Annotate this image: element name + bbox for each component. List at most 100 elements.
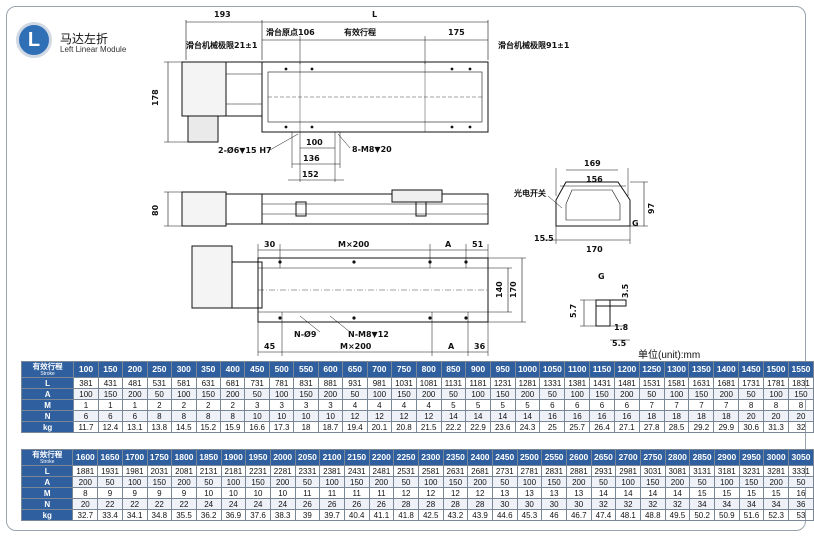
table-cell: 200 (613, 388, 640, 400)
table-cell: 42.5 (417, 509, 444, 521)
stroke-value: 2500 (516, 449, 543, 466)
table-cell: 1081 (415, 377, 442, 389)
stroke-value: 2000 (269, 449, 296, 466)
table-cell: 7 (688, 399, 715, 411)
table-cell: 50 (440, 388, 467, 400)
table-cell: 18 (638, 410, 665, 422)
stroke-value: 2800 (664, 449, 691, 466)
table-cell: 15 (738, 487, 765, 499)
table-cell: 28 (417, 498, 444, 510)
stroke-header-cn: 有效行程 (32, 361, 63, 371)
row-label: M (20, 399, 75, 411)
table-cell: 2981 (615, 465, 641, 477)
table-cell: 23.6 (489, 421, 516, 433)
table-cell: 26 (294, 498, 321, 510)
table-cell: 100 (121, 476, 148, 488)
table-cell: 33.4 (97, 509, 123, 521)
table-cell: 44.6 (491, 509, 518, 521)
table-cell: 881 (317, 377, 344, 389)
table-cell: 14.5 (171, 421, 197, 433)
table-cell: 15.9 (219, 421, 246, 433)
table-cell: 14 (489, 410, 516, 422)
stroke-value: 2900 (713, 449, 740, 466)
table-cell: 20 (787, 410, 814, 422)
table-cell: 50 (195, 476, 222, 488)
stroke-value: 1650 (97, 449, 123, 466)
table-cell: 12 (391, 410, 417, 422)
table-cell: 50 (738, 388, 765, 400)
table-cell: 8 (195, 410, 222, 422)
stroke-value: 550 (293, 361, 319, 378)
table-cell: 5 (514, 399, 541, 411)
table-cell: 53 (787, 509, 814, 521)
table-cell: 22.2 (440, 421, 467, 433)
table-cell: 15 (763, 487, 789, 499)
table-cell: 28 (467, 498, 493, 510)
label-hole-spec-4: N-M8▼12 (348, 330, 389, 339)
table-cell: 100 (171, 388, 197, 400)
table-cell: 3281 (763, 465, 789, 477)
table-cell: 1631 (688, 377, 715, 389)
dim-L: L (372, 10, 377, 19)
title-english: Left Linear Module (60, 45, 127, 54)
stroke-value: 650 (342, 361, 368, 378)
table-cell: 100 (465, 388, 491, 400)
table-cell: 49.5 (664, 509, 691, 521)
table-cell: 6 (539, 399, 566, 411)
stroke-value: 600 (317, 361, 344, 378)
table-cell: 100 (713, 476, 740, 488)
table-cell: 39.7 (319, 509, 345, 521)
stroke-value: 3050 (787, 449, 814, 466)
table-cell: 34.8 (146, 509, 173, 521)
table-cell: 431 (97, 377, 124, 389)
table-cell: 41.8 (393, 509, 419, 521)
stroke-value: 1000 (514, 361, 541, 378)
table-cell: 17.3 (268, 421, 295, 433)
table-cell: 2281 (269, 465, 296, 477)
table-cell: 10 (317, 410, 344, 422)
label-effective-stroke: 有效行程 (344, 27, 376, 37)
table-cell: 29.2 (688, 421, 715, 433)
stroke-value: 1600 (72, 449, 99, 466)
row-label: N (20, 410, 75, 422)
table-cell: 5 (489, 399, 516, 411)
table-cell: 2331 (294, 465, 321, 477)
table-cell: 10 (268, 410, 295, 422)
table-cell: 32.7 (72, 509, 99, 521)
table-cell: 200 (565, 476, 592, 488)
table-cell: 2581 (417, 465, 444, 477)
stroke-value: 1550 (787, 361, 814, 378)
table-cell: 1931 (97, 465, 123, 477)
table-cell: 150 (343, 476, 370, 488)
table-cell: 1681 (713, 377, 740, 389)
table-cell: 200 (368, 476, 395, 488)
table-cell: 2181 (220, 465, 247, 477)
table-cell: 10 (245, 487, 271, 499)
table-cell: 30 (541, 498, 567, 510)
stroke-value: 1350 (688, 361, 715, 378)
label-slide-origin: 滑台原点106 (266, 27, 315, 37)
label-hole-spec-1: 2-Ø6▼15 H7 (218, 145, 272, 155)
table-cell: 50 (393, 476, 419, 488)
stroke-value: 150 (97, 361, 124, 378)
table-cell: 13 (516, 487, 543, 499)
table-cell: 10 (244, 410, 270, 422)
table-cell: 28 (393, 498, 419, 510)
table-cell: 150 (589, 388, 615, 400)
table-cell: 34 (763, 498, 789, 510)
table-cell: 3081 (664, 465, 691, 477)
dim-175: 175 (448, 28, 465, 37)
stroke-value: 1900 (220, 449, 247, 466)
table-cell: 150 (738, 476, 765, 488)
row-label: L (20, 465, 74, 477)
dim-156: 156 (586, 175, 603, 184)
stroke-value: 100 (73, 361, 99, 378)
table-cell: 200 (514, 388, 541, 400)
table-cell: 3 (317, 399, 344, 411)
stroke-value: 1050 (539, 361, 566, 378)
table-cell: 46.7 (565, 509, 592, 521)
table-cell: 7 (663, 399, 690, 411)
table-cell: 22.9 (465, 421, 491, 433)
table-cell: 32 (787, 421, 814, 433)
